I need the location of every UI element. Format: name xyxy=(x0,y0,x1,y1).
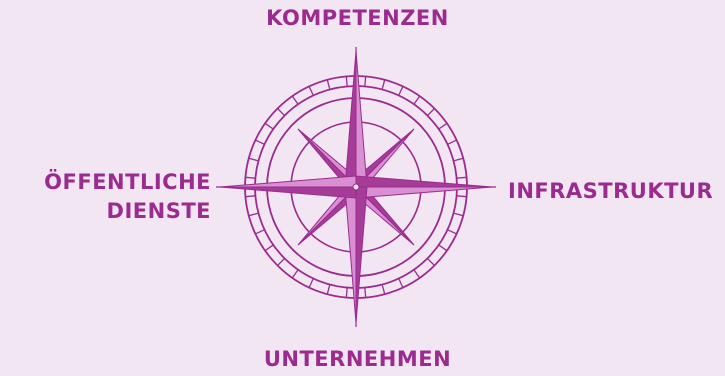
compass-tick xyxy=(398,278,404,288)
compass-tick xyxy=(438,244,448,252)
label-west-line1: ÖFFENTLICHE xyxy=(44,170,211,194)
compass-tick xyxy=(264,122,274,130)
compass-point-dark xyxy=(219,186,357,199)
compass-tick xyxy=(277,108,286,117)
compass-tick xyxy=(255,139,265,145)
compass-tick xyxy=(308,278,314,288)
label-west: ÖFFENTLICHE DIENSTE xyxy=(44,168,211,226)
compass-tick xyxy=(308,86,314,96)
compass-tick xyxy=(255,229,265,235)
compass-tick xyxy=(447,139,457,145)
compass-point-light xyxy=(355,50,368,188)
compass-point-light xyxy=(219,175,357,188)
compass-tick xyxy=(447,229,457,235)
compass-tick xyxy=(426,257,435,266)
compass-point-light xyxy=(355,186,493,199)
compass-star-main xyxy=(216,47,496,327)
compass-point-dark xyxy=(355,175,493,188)
compass-tick xyxy=(291,269,299,279)
compass-tick xyxy=(456,195,467,198)
compass-tick xyxy=(277,257,286,266)
compass-tick xyxy=(381,79,386,90)
compass-tick xyxy=(413,95,421,105)
compass-tick xyxy=(248,157,259,162)
compass-tick xyxy=(245,195,256,198)
label-north: KOMPETENZEN xyxy=(266,6,449,30)
compass-point-dark xyxy=(355,186,368,324)
compass-tick xyxy=(345,76,348,87)
compass-tick xyxy=(264,244,274,252)
compass-tick xyxy=(364,287,367,298)
compass-tick xyxy=(345,287,348,298)
compass-center xyxy=(352,183,360,191)
label-west-line2: DIENSTE xyxy=(106,199,211,223)
compass-tick xyxy=(453,157,464,162)
compass-tick xyxy=(248,212,259,217)
compass-tick xyxy=(326,284,331,295)
compass-tick xyxy=(426,108,435,117)
compass-tick xyxy=(381,284,386,295)
compass-tick xyxy=(438,122,448,130)
compass-tick xyxy=(364,76,367,87)
compass-tick xyxy=(456,176,467,179)
label-south: UNTERNEHMEN xyxy=(263,347,452,371)
compass-tick xyxy=(398,86,404,96)
compass-point-dark xyxy=(344,50,357,188)
compass-tick xyxy=(326,79,331,90)
label-east: INFRASTRUKTUR xyxy=(508,179,714,203)
compass-tick xyxy=(245,176,256,179)
compass-ticks xyxy=(245,76,467,298)
compass-tick xyxy=(453,212,464,217)
compass-tick xyxy=(413,269,421,279)
compass-point-light xyxy=(344,186,357,324)
compass-tick xyxy=(291,95,299,105)
